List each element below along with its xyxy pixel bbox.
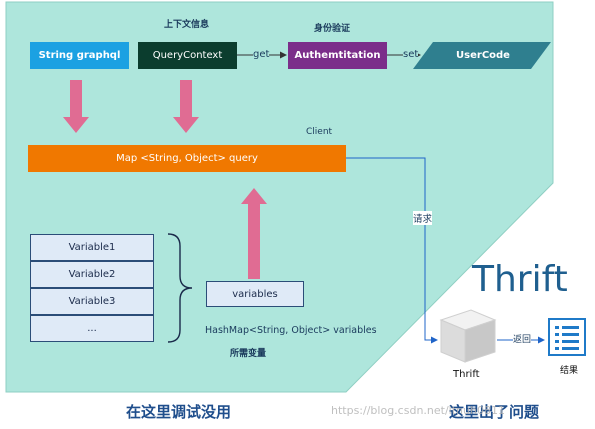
return-label: 返回 (513, 332, 532, 345)
thrift-server-icon (439, 309, 497, 363)
left-caption: 在这里调试没用 (126, 403, 232, 421)
right-caption: 这里出了问题 (449, 403, 540, 421)
user-code-label: UserCode (456, 50, 510, 61)
string-graphql-box: String graphql (30, 42, 129, 69)
client-label: Client (306, 127, 333, 137)
variable-cell: Variable2 (30, 261, 154, 288)
request-label: 请求 (413, 211, 433, 225)
thrift-server-label: Thrift (453, 369, 480, 380)
variable-cell: Variable1 (30, 234, 154, 261)
pink-down-arrow-2 (173, 80, 199, 133)
get-label: get (253, 49, 270, 60)
auth-check-label: 身份验证 (314, 24, 351, 34)
map-query-box: Map <String, Object> query (28, 145, 346, 172)
set-label: set (403, 49, 419, 60)
user-code-shape (413, 42, 551, 69)
result-label: 结果 (560, 366, 579, 376)
result-list-icon (548, 318, 586, 356)
curly-brace (167, 233, 193, 343)
pink-down-arrow-1 (63, 80, 89, 133)
hashmap-variables-label: HashMap<String, Object> variables (205, 325, 377, 336)
variables-box: variables (206, 281, 304, 307)
pink-up-arrow (241, 188, 267, 279)
query-context-box: QueryContext (138, 42, 237, 69)
context-info-label: 上下文信息 (164, 20, 210, 30)
watermark: https://blog.csdn.net/ltnuh0811 (331, 404, 505, 417)
needed-vars-label: 所需变量 (230, 349, 267, 359)
variable-cell: ... (30, 315, 154, 342)
authentication-box: Authemtitation (288, 42, 387, 69)
variable-cell: Variable3 (30, 288, 154, 315)
thrift-title: Thrift (472, 259, 568, 300)
